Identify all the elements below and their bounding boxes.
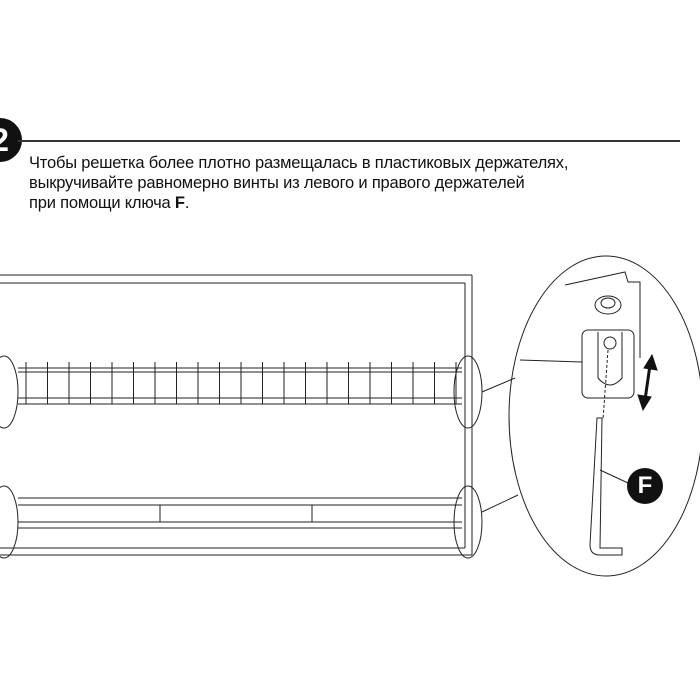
- adjust-double-arrow-icon: [637, 353, 658, 412]
- dish-rack-upper: [18, 362, 462, 405]
- instruction-line-3: при помощи ключа F.: [29, 193, 568, 213]
- instruction-line-3-text: при помощи ключа: [29, 194, 175, 212]
- tool-f-label-badge: F: [627, 468, 663, 504]
- cabinet-outline: [0, 274, 473, 556]
- holder-callout-ellipses: [0, 355, 519, 559]
- instruction-text: Чтобы решетка более плотно размещалась в…: [29, 153, 568, 213]
- tool-key-reference: F: [174, 194, 185, 212]
- step-divider: [18, 140, 680, 142]
- instruction-line-2: выкручивайте равномерно винты из левого …: [29, 174, 525, 192]
- instruction-line-1: Чтобы решетка более плотно размещалась в…: [29, 154, 569, 172]
- detail-magnified-view: [508, 255, 700, 577]
- step-number-badge: 2: [0, 118, 22, 162]
- instruction-period: .: [184, 194, 190, 212]
- dish-rack-lower: [18, 497, 462, 529]
